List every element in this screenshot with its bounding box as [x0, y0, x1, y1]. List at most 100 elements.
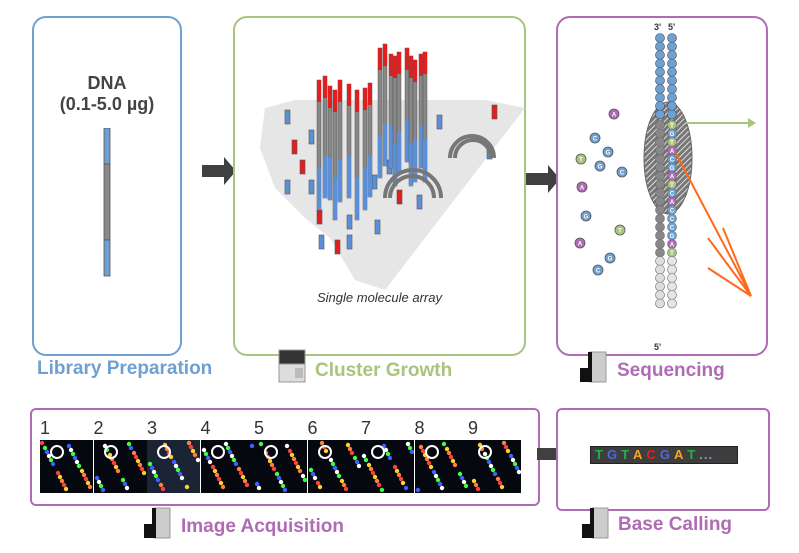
incorporated-nucleotide [667, 256, 677, 266]
strand-bottom-5prime-label: 5' [654, 342, 661, 352]
cluster-spot [120, 477, 125, 483]
cluster-strand-cap [363, 88, 367, 110]
cluster-spot [113, 464, 118, 470]
incorporated-nucleotide [667, 290, 677, 300]
cluster-spot [289, 452, 295, 458]
cluster-spot [293, 460, 299, 466]
cluster-spot [48, 457, 54, 463]
template-base [655, 101, 665, 111]
cluster-strand-base [328, 158, 332, 200]
image-frame[interactable]: 7 [361, 418, 415, 498]
template-base [667, 84, 677, 94]
cluster-spot [282, 487, 288, 493]
nucleotide-letter: T [618, 229, 622, 235]
highlighted-cluster [317, 445, 332, 459]
template-base [667, 92, 677, 103]
image-frame[interactable]: 1 [39, 418, 93, 498]
nucleotide-letter: A [670, 243, 675, 249]
image-frame[interactable]: 2 [93, 418, 147, 498]
cluster-strand-base [383, 124, 387, 166]
image-frame[interactable]: 9 [468, 418, 522, 498]
cluster-spot [477, 442, 483, 448]
cluster-spot [368, 466, 374, 472]
cluster-strand-base [323, 156, 327, 198]
free-nucleotide [592, 264, 604, 276]
cluster-strand-cap [368, 83, 372, 105]
template-base [655, 298, 665, 309]
cluster-spot [471, 478, 477, 484]
cluster-spot [505, 448, 511, 454]
called-base: C [646, 447, 657, 462]
cluster-spot [149, 465, 155, 471]
cluster-spot [231, 457, 236, 463]
cluster-strand-base [413, 140, 417, 182]
cluster-spot [195, 457, 201, 463]
cluster-spot [457, 471, 462, 477]
cluster-spot [96, 479, 101, 485]
cluster-spot [444, 446, 449, 452]
image-frame[interactable]: 5 [254, 418, 308, 498]
cluster-spot [223, 441, 228, 447]
cluster-spot [280, 483, 286, 489]
cluster-image [414, 440, 468, 493]
cluster-spot [220, 484, 225, 490]
highlighted-cluster [478, 445, 492, 459]
nucleotide-letter: G [670, 166, 675, 172]
cluster-image [307, 440, 361, 493]
cluster-spot [510, 457, 516, 463]
template-base [667, 50, 677, 60]
template-base [667, 67, 677, 77]
frame-number: 9 [468, 418, 479, 438]
cluster-spot [396, 472, 402, 478]
incorporated-nucleotide [667, 273, 677, 283]
cluster-spot [508, 453, 514, 459]
cluster-spot [171, 459, 177, 465]
cluster-spot [249, 443, 254, 449]
cluster-spot [297, 468, 303, 474]
cluster-strand-cap [383, 44, 387, 66]
image-frame[interactable]: 4 [200, 418, 254, 498]
nucleotide-letter: C [670, 209, 675, 215]
cluster-spot [315, 480, 320, 486]
template-base [655, 205, 665, 215]
cluster-spot [372, 474, 378, 480]
cluster-strand-base [363, 168, 367, 210]
cluster-spot [240, 474, 245, 480]
cluster-spot [352, 455, 357, 461]
molecule-stub [284, 109, 291, 125]
molecule-stub [308, 129, 315, 145]
molecule-stub [374, 219, 381, 235]
dna-fragment-icon [103, 128, 111, 277]
cluster-spot [387, 455, 393, 461]
image-frame[interactable]: 3 [147, 418, 201, 498]
cluster-spot [278, 479, 284, 485]
template-base [655, 247, 665, 258]
sequencing-label: Sequencing [617, 360, 725, 381]
single-molecule-array-illustration [260, 43, 525, 290]
image-frame[interactable]: 6 [307, 418, 361, 498]
cluster-spot [214, 472, 219, 478]
cluster-growth-panel: Single molecule array [233, 16, 526, 356]
template-base [655, 75, 665, 86]
cluster-spot [347, 446, 352, 452]
cluster-spot [57, 474, 63, 480]
cluster-spot [39, 440, 45, 446]
template-base [655, 41, 665, 52]
cluster-spot [216, 476, 221, 482]
cluster-spot [287, 448, 293, 454]
cluster-spot [225, 445, 230, 451]
cluster-spot [155, 477, 161, 483]
image-frame[interactable]: 8 [414, 418, 468, 498]
molecule-stub [299, 159, 306, 175]
cluster-spot [312, 475, 317, 481]
sequence-ellipsis: ... [699, 447, 714, 462]
cluster-spot [379, 487, 385, 493]
cluster-spot [59, 478, 65, 484]
template-base [655, 162, 665, 173]
cluster-spot [133, 454, 138, 460]
frame-number: 1 [40, 418, 51, 438]
cluster-spot [87, 484, 93, 490]
nucleotide-letter: C [670, 192, 675, 198]
cluster-image [254, 440, 308, 493]
cluster-spot [446, 450, 451, 456]
